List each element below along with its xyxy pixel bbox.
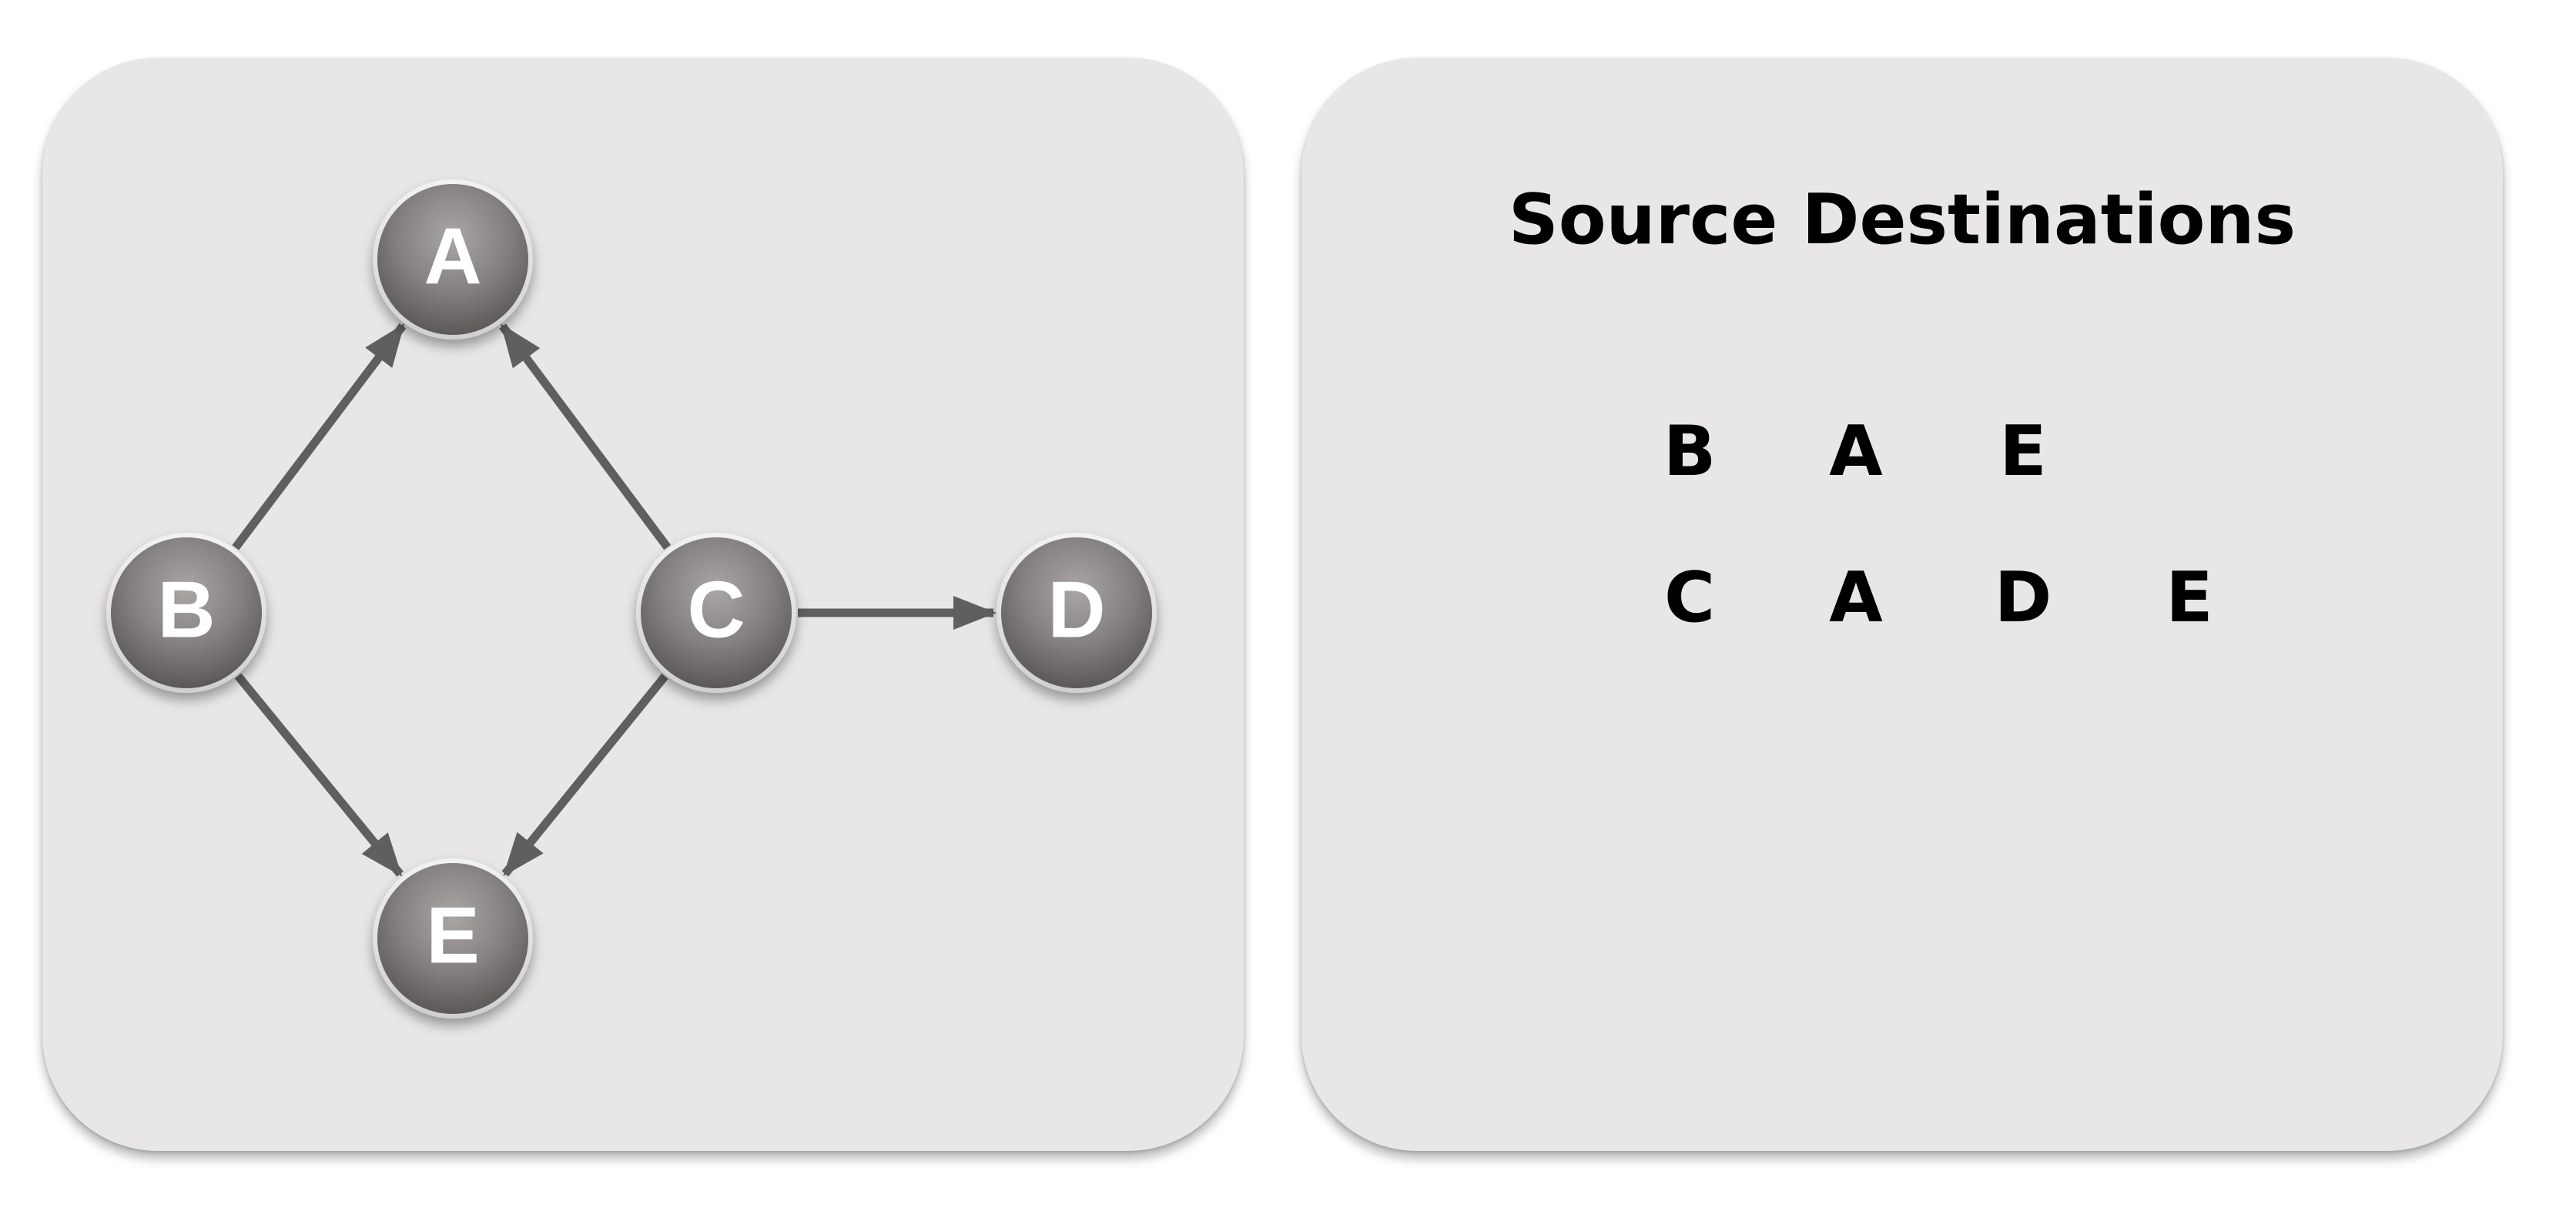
graph-node-label: A	[424, 212, 481, 301]
graph-node-b: B	[106, 533, 266, 693]
row-source: C	[1663, 557, 1716, 638]
row-source: B	[1663, 411, 1717, 492]
graph-node-label: C	[687, 565, 745, 654]
row-destination: A	[1829, 411, 1883, 492]
graph-node-a: A	[373, 179, 533, 340]
adjacency-row-b: B A E	[1301, 406, 2503, 498]
row-destination: A	[1829, 557, 1883, 638]
graph-node-label: E	[426, 891, 479, 980]
graph-node-c: C	[636, 533, 796, 693]
edge-b-to-e	[234, 673, 404, 877]
row-destination: D	[1994, 557, 2052, 638]
adjacency-list-title: Source Destinations	[1508, 179, 2296, 260]
row-destination: E	[2166, 557, 2213, 638]
edge-c-to-a	[499, 323, 672, 550]
adjacency-list-panel: Source Destinations B A E C A D E	[1301, 58, 2503, 1151]
edge-c-to-e	[501, 673, 668, 877]
row-destination: E	[1999, 411, 2047, 492]
graph-node-label: B	[157, 565, 215, 654]
adjacency-row-c: C A D E	[1301, 552, 2503, 644]
graph-node-label: D	[1047, 565, 1105, 654]
graph-node-e: E	[373, 858, 533, 1019]
graph-node-d: D	[997, 533, 1157, 693]
edge-b-to-a	[232, 323, 407, 550]
